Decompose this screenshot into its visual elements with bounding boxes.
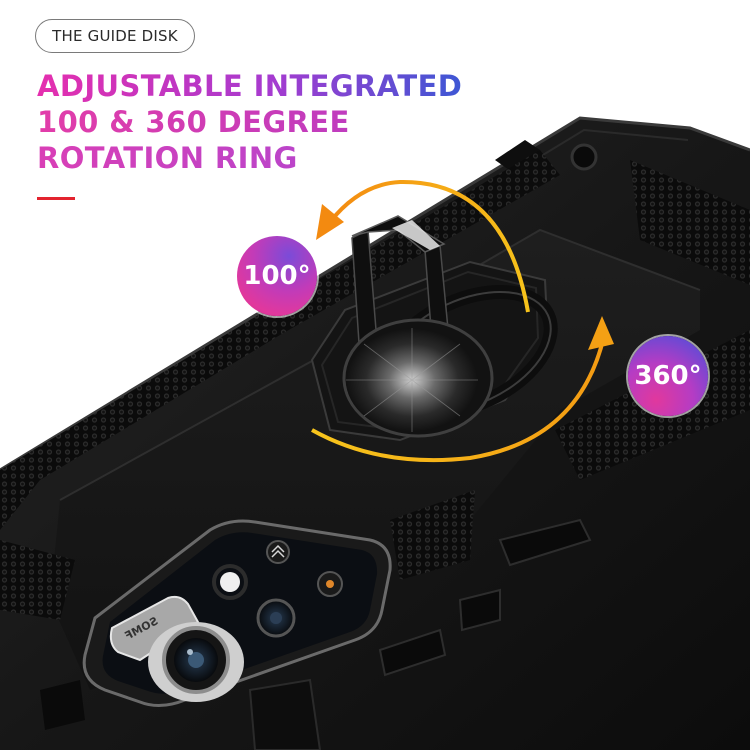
headline-line-3: ROTATION RING: [37, 140, 462, 176]
guide-disk-tag: THE GUIDE DISK: [35, 19, 195, 53]
arrow-head-left: [316, 204, 344, 240]
headline-line-2: 100 & 360 DEGREE: [37, 104, 462, 140]
headline: ADJUSTABLE INTEGRATED 100 & 360 DEGREE R…: [37, 68, 462, 176]
rotation-360-badge: 360°: [628, 336, 708, 416]
arrow-head-right: [588, 316, 614, 350]
rotation-100-badge: 100°: [237, 236, 317, 316]
accent-divider: [37, 197, 75, 200]
headline-line-1: ADJUSTABLE INTEGRATED: [37, 69, 463, 103]
